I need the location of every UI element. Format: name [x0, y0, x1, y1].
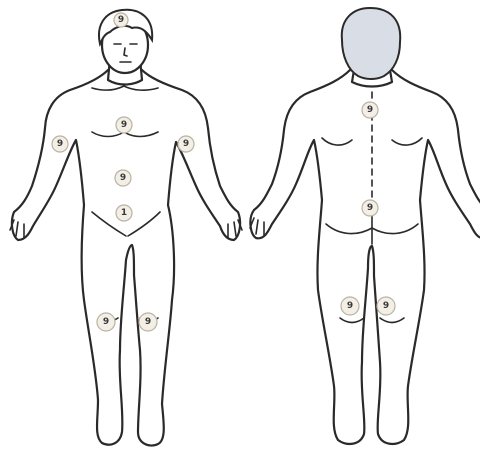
front-marker-right-knee: 9: [97, 313, 115, 331]
svg-text:9: 9: [347, 301, 353, 311]
front-figure: [10, 10, 242, 446]
back-marker-right-knee: 9: [341, 297, 359, 315]
front-marker-right-arm: 9: [52, 136, 68, 152]
back-marker-lower-back: 9: [362, 200, 378, 216]
svg-text:9: 9: [103, 317, 109, 327]
svg-text:9: 9: [367, 105, 373, 115]
back-figure: [250, 8, 480, 444]
svg-text:9: 9: [118, 15, 124, 25]
svg-text:9: 9: [367, 203, 373, 213]
svg-text:9: 9: [120, 173, 126, 183]
back-body-outline: [250, 70, 480, 444]
back-marker-upper-back: 9: [362, 102, 378, 118]
back-head-hair: [342, 8, 400, 79]
front-marker-head: 9: [114, 13, 128, 27]
svg-text:9: 9: [383, 301, 389, 311]
front-marker-abdomen: 9: [115, 170, 131, 186]
front-marker-genital: 1: [116, 205, 132, 221]
svg-text:9: 9: [121, 120, 127, 130]
front-marker-chest: 9: [116, 117, 132, 133]
back-marker-left-knee: 9: [377, 297, 395, 315]
svg-text:9: 9: [145, 317, 151, 327]
svg-text:9: 9: [183, 139, 189, 149]
front-marker-left-knee: 9: [139, 313, 157, 331]
svg-text:9: 9: [57, 139, 63, 149]
front-marker-left-arm: 9: [178, 136, 194, 152]
svg-text:1: 1: [121, 208, 127, 218]
